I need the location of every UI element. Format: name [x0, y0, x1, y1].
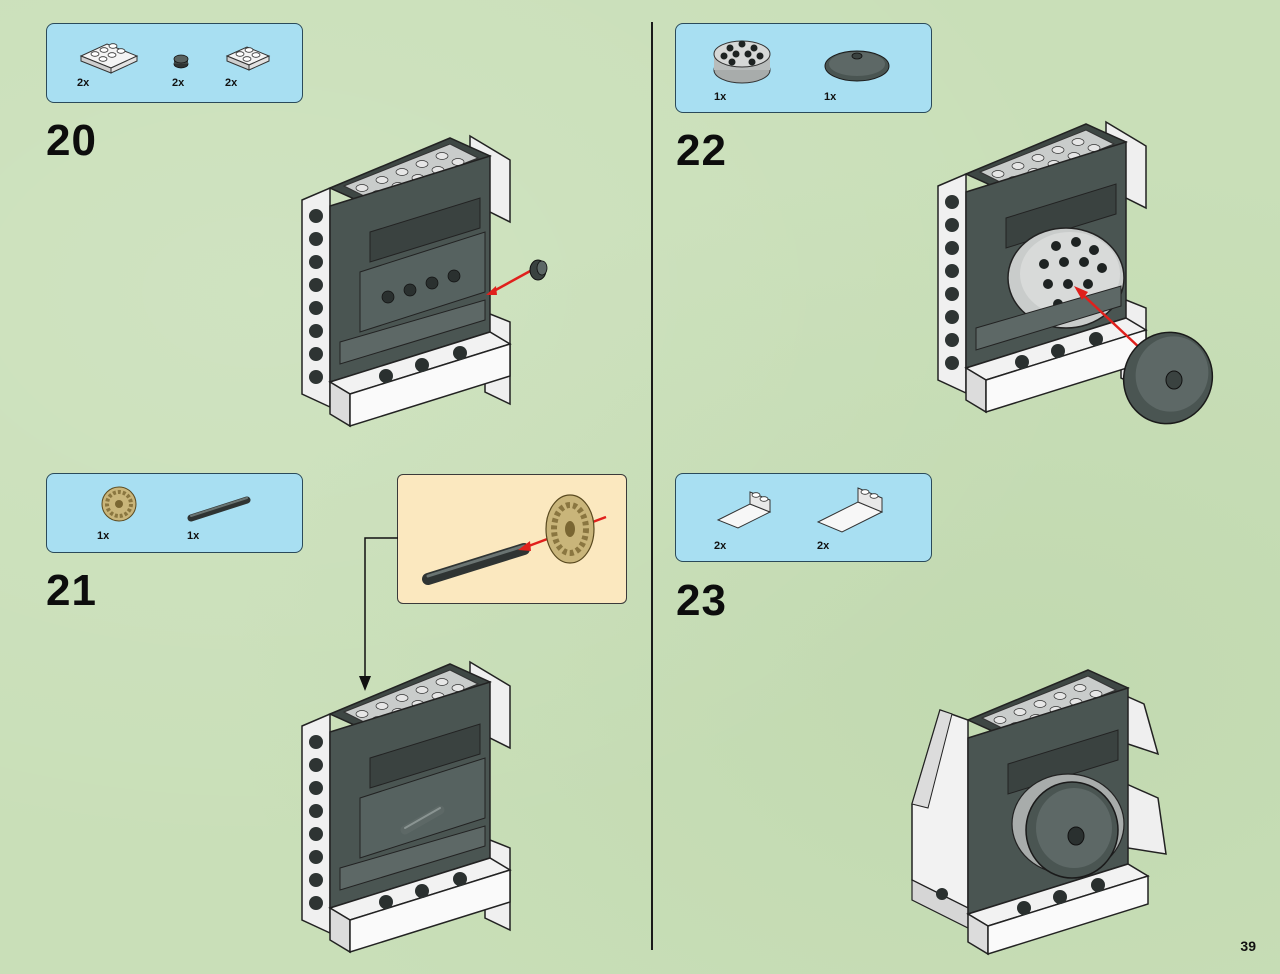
part-quantity: 2x	[172, 77, 185, 89]
column-divider	[651, 22, 653, 950]
step-number: 23	[676, 576, 727, 625]
axle-gear-subassembly-icon	[422, 494, 607, 585]
white-plate-2x3-icon	[79, 43, 139, 74]
page-number: 39	[1240, 938, 1256, 954]
white-slope-brick-long-icon	[816, 487, 884, 533]
step-21-model-illustration	[301, 660, 512, 954]
part-quantity: 1x	[187, 530, 200, 542]
part-quantity: 1x	[714, 91, 727, 103]
step-20-parts-callout: 2x 2x 2x	[46, 23, 303, 103]
step-number: 20	[46, 116, 97, 165]
step-20-model-illustration	[301, 134, 548, 428]
step-number: 21	[46, 566, 97, 615]
part-quantity: 1x	[824, 91, 837, 103]
part-quantity: 1x	[97, 530, 110, 542]
part-quantity: 2x	[817, 540, 830, 552]
dark-grey-dish-icon	[824, 50, 890, 82]
tan-gear-icon	[101, 486, 137, 522]
step-23-model-illustration	[911, 669, 1167, 956]
step-22-model-illustration	[937, 120, 1214, 425]
part-quantity: 2x	[77, 77, 90, 89]
step-22-parts-callout: 1x 1x	[675, 23, 932, 113]
part-quantity: 2x	[225, 77, 238, 89]
dark-grey-round-plate-icon	[173, 54, 189, 69]
step-23-parts-callout: 2x 2x	[675, 473, 932, 562]
step-number: 22	[676, 126, 727, 175]
step-21-parts-callout: 1x 1x	[46, 473, 303, 553]
leader-line-arrow	[359, 537, 398, 691]
part-quantity: 2x	[714, 540, 727, 552]
dark-grey-axle-icon	[187, 496, 251, 522]
white-slope-brick-icon	[716, 491, 772, 529]
white-plate-2x2-icon	[225, 46, 271, 71]
light-grey-round-brick-icon	[713, 40, 771, 84]
subassembly-box	[397, 474, 627, 604]
